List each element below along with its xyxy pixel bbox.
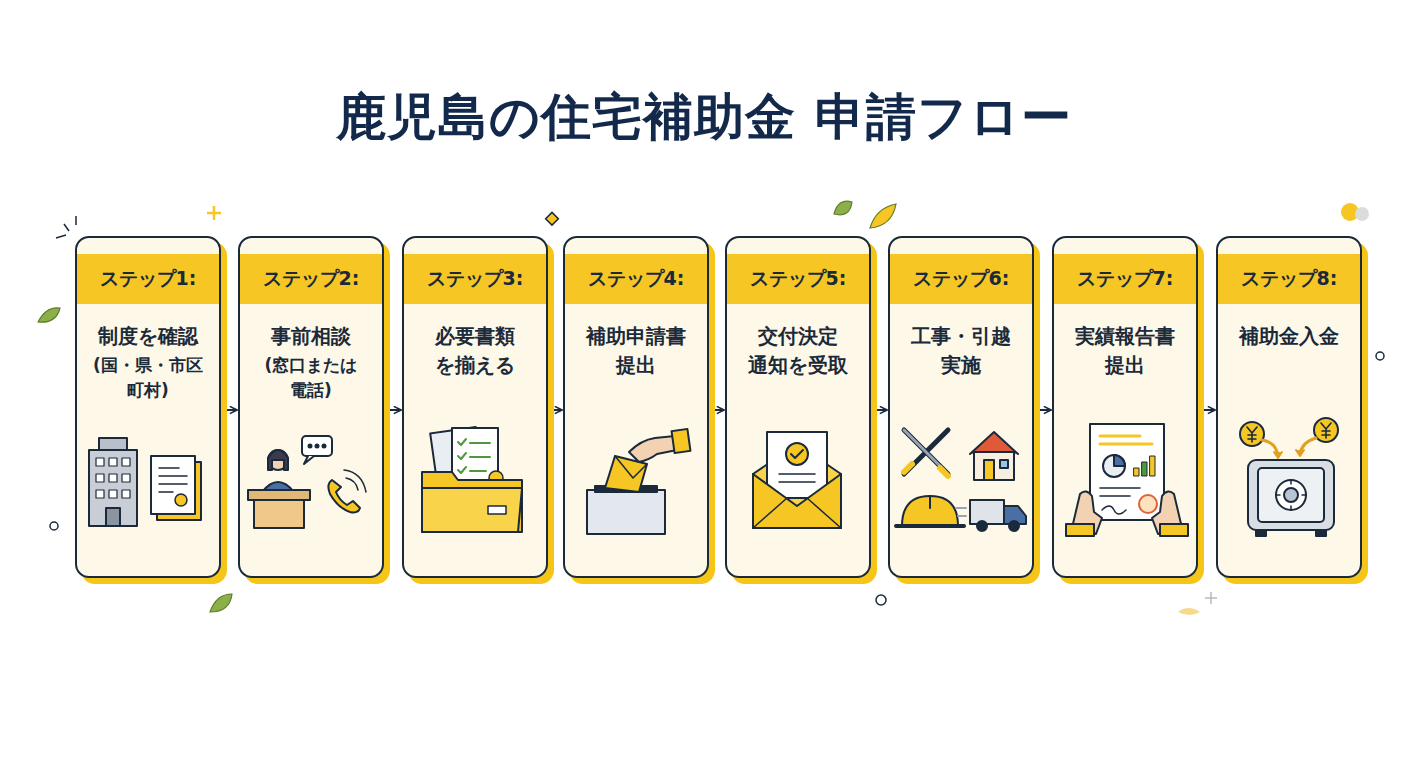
step-number: ステップ6: — [913, 265, 1010, 293]
step-label: 事前相談 — [246, 322, 376, 351]
step-box: ステップ8: 補助金入金 — [1216, 236, 1362, 578]
step-header: ステップ1: — [77, 254, 219, 304]
step-icon — [77, 416, 219, 546]
step-number: ステップ7: — [1077, 265, 1174, 293]
flow-arrow — [222, 409, 237, 411]
title: 鹿児島の住宅補助金 申請フロー — [0, 84, 1408, 151]
step-box: ステップ4: 補助申請書 提出 — [563, 236, 709, 578]
step-body: 実績報告書 提出 — [1060, 322, 1190, 380]
step-icon — [565, 416, 707, 546]
flow-arrow — [710, 409, 724, 411]
step-label: 制度を確認 — [83, 322, 213, 351]
step-header: ステップ5: — [727, 254, 869, 304]
step-icon — [1054, 416, 1196, 546]
step-box: ステップ3: 必要書類 を揃える — [402, 236, 548, 578]
step-number: ステップ2: — [263, 265, 360, 293]
step-label: 補助申請書 提出 — [571, 322, 701, 380]
step-number: ステップ4: — [588, 265, 685, 293]
step-box: ステップ7: 実績報告書 提出 — [1052, 236, 1198, 578]
step-label: 交付決定 通知を受取 — [733, 322, 863, 380]
step-box: ステップ5: 交付決定 通知を受取 — [725, 236, 871, 578]
step-header: ステップ8: — [1218, 254, 1360, 304]
step-header: ステップ7: — [1054, 254, 1196, 304]
step-number: ステップ3: — [427, 265, 524, 293]
step-body: 補助金入金 — [1224, 322, 1354, 351]
flow-arrow — [385, 409, 401, 411]
step-box: ステップ2: 事前相談(窓口または 電話) — [238, 236, 384, 578]
step-header: ステップ4: — [565, 254, 707, 304]
step-label: 補助金入金 — [1224, 322, 1354, 351]
step-header: ステップ6: — [890, 254, 1032, 304]
step-number: ステップ8: — [1241, 265, 1338, 293]
step-note: (窓口または 電話) — [246, 353, 376, 402]
step-label: 工事・引越 実施 — [896, 322, 1026, 380]
step-note: (国・県・市区 町村) — [83, 353, 213, 402]
step-body: 必要書類 を揃える — [410, 322, 540, 380]
step-body: 事前相談(窓口または 電話) — [246, 322, 376, 402]
step-icon — [890, 416, 1032, 546]
step-icon — [404, 416, 546, 546]
flow-arrow — [549, 409, 562, 411]
flow-arrow — [872, 409, 887, 411]
flow-arrow — [1035, 409, 1051, 411]
step-icon — [240, 416, 382, 546]
step-body: 制度を確認(国・県・市区 町村) — [83, 322, 213, 402]
step-body: 工事・引越 実施 — [896, 322, 1026, 380]
step-number: ステップ5: — [750, 265, 847, 293]
step-box: ステップ6: 工事・引越 実施 — [888, 236, 1034, 578]
step-body: 補助申請書 提出 — [571, 322, 701, 380]
step-number: ステップ1: — [100, 265, 197, 293]
step-body: 交付決定 通知を受取 — [733, 322, 863, 380]
flow-arrow — [1199, 409, 1215, 411]
step-label: 必要書類 を揃える — [410, 322, 540, 380]
step-icon — [1218, 416, 1360, 546]
step-header: ステップ2: — [240, 254, 382, 304]
step-box: ステップ1: 制度を確認(国・県・市区 町村) — [75, 236, 221, 578]
step-header: ステップ3: — [404, 254, 546, 304]
step-icon — [727, 416, 869, 546]
step-label: 実績報告書 提出 — [1060, 322, 1190, 380]
